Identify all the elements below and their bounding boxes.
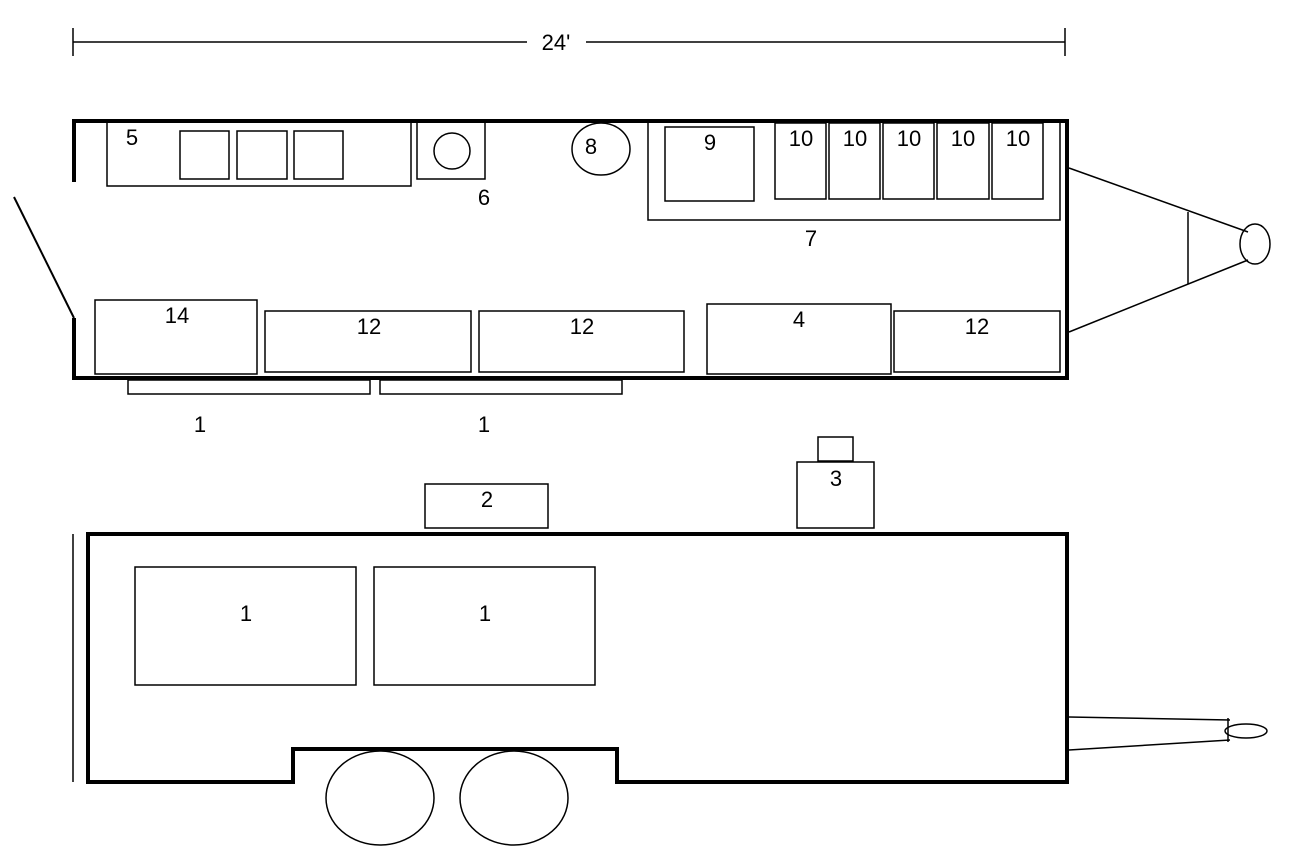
unit-12-b xyxy=(478,310,685,373)
top-view: 5 6 8 7 9 10 10 10 10 10 14 12 12 4 xyxy=(13,119,1271,437)
dimension-line: 24' xyxy=(72,28,1066,56)
window-ledge-2 xyxy=(379,379,623,395)
label-12-a: 12 xyxy=(357,314,381,339)
dimension-label: 24' xyxy=(542,30,571,55)
label-1-side-a: 1 xyxy=(240,601,252,626)
label-3: 3 xyxy=(830,466,842,491)
unit-9 xyxy=(664,126,755,202)
label-4: 4 xyxy=(793,307,805,332)
label-10-b: 10 xyxy=(843,126,867,151)
label-12-b: 12 xyxy=(570,314,594,339)
label-5: 5 xyxy=(126,125,138,150)
label-10-c: 10 xyxy=(897,126,921,151)
side-view: 2 3 1 1 xyxy=(72,436,1268,846)
label-10-d: 10 xyxy=(951,126,975,151)
hand-sink xyxy=(416,120,486,180)
sink-counter xyxy=(106,120,412,187)
unit-10-a xyxy=(774,122,827,200)
label-7: 7 xyxy=(805,226,817,251)
label-2: 2 xyxy=(481,487,493,512)
wheel-front xyxy=(325,750,435,846)
label-6: 6 xyxy=(478,185,490,210)
unit-12-a xyxy=(264,310,472,373)
label-12-c: 12 xyxy=(965,314,989,339)
unit-14 xyxy=(94,299,258,375)
sink-basin-2 xyxy=(236,130,288,180)
item-8 xyxy=(571,122,631,176)
hitch-side xyxy=(1068,716,1268,751)
label-8: 8 xyxy=(585,134,597,159)
unit-10-e xyxy=(991,122,1044,200)
label-9: 9 xyxy=(704,130,716,155)
unit-12-c xyxy=(893,310,1061,373)
label-1-side-b: 1 xyxy=(479,601,491,626)
unit-3-vent xyxy=(817,436,854,462)
label-1-top-a: 1 xyxy=(194,412,206,437)
unit-3 xyxy=(796,461,875,529)
sink-basin-1 xyxy=(179,130,230,180)
counter-7 xyxy=(647,120,1061,221)
wheel-rear xyxy=(459,750,569,846)
sink-basin-3 xyxy=(293,130,344,180)
trailer-wall-top xyxy=(72,119,1069,380)
window-ledge-1 xyxy=(127,379,371,395)
window-side-2 xyxy=(373,566,596,686)
label-1-top-b: 1 xyxy=(478,412,490,437)
hitch-top xyxy=(1068,167,1271,333)
window-side-1 xyxy=(134,566,357,686)
label-14: 14 xyxy=(165,303,189,328)
hand-sink-basin xyxy=(433,132,471,170)
door xyxy=(13,196,75,319)
unit-4 xyxy=(706,303,892,375)
unit-10-c xyxy=(882,122,935,200)
unit-10-b xyxy=(828,122,881,200)
label-10-a: 10 xyxy=(789,126,813,151)
unit-10-d xyxy=(936,122,990,200)
trailer-body-side xyxy=(86,532,1069,784)
label-10-e: 10 xyxy=(1006,126,1030,151)
unit-2 xyxy=(424,483,549,529)
